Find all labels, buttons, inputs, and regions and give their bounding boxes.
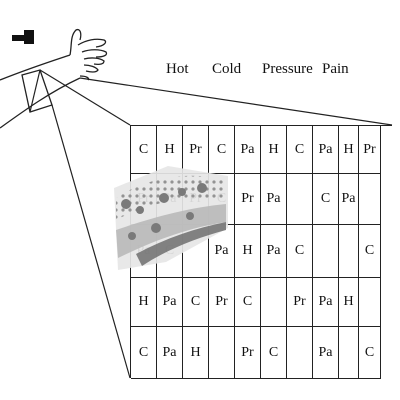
grid-cell: Pa <box>157 174 183 225</box>
grid-cell: H <box>131 278 157 327</box>
grid-cell: Pa <box>261 225 287 278</box>
grid-cell: H <box>183 327 209 379</box>
grid-cell <box>313 225 339 278</box>
grid-cell: H <box>339 278 359 327</box>
grid-cell: C <box>131 327 157 379</box>
grid-cell: C <box>235 278 261 327</box>
grid-cell: Pa <box>313 278 339 327</box>
grid-cell: H <box>339 126 359 174</box>
grid-cell: C <box>131 126 157 174</box>
legend-hot-label: Hot <box>166 61 189 77</box>
grid-cell <box>287 174 313 225</box>
arm-icon <box>0 54 81 129</box>
grid-cell: H <box>157 126 183 174</box>
grid-cell <box>359 278 381 327</box>
pointer-mark-icon <box>12 30 34 44</box>
grid-cell <box>183 225 209 278</box>
grid-cell: Pa <box>313 327 339 379</box>
grid-cell: Pr <box>235 174 261 225</box>
grid-cell: Pa <box>339 174 359 225</box>
grid-cell: Pa <box>131 225 157 278</box>
grid-cell: C <box>209 126 235 174</box>
grid-cell: C <box>287 126 313 174</box>
hand-icon <box>69 28 108 81</box>
grid-cell: Pa <box>313 126 339 174</box>
grid-cell: Pa <box>209 225 235 278</box>
grid-cell: C <box>157 225 183 278</box>
grid-cell: Pa <box>157 278 183 327</box>
grid-cell: C <box>183 278 209 327</box>
grid-cell: Pa <box>261 174 287 225</box>
grid-cell: C <box>287 225 313 278</box>
grid-cell <box>261 278 287 327</box>
grid-cell <box>359 174 381 225</box>
legend-cold-label: Cold <box>212 61 242 77</box>
grid-cell: C <box>359 327 381 379</box>
grid-cell: C <box>261 327 287 379</box>
grid-cell: Pr <box>183 126 209 174</box>
grid-cell <box>209 327 235 379</box>
projection-lines <box>29 69 393 379</box>
grid-cell: Pr <box>359 126 381 174</box>
grid-cell: C <box>209 174 235 225</box>
grid-cell: H <box>235 225 261 278</box>
legend-pain-label: Pain <box>322 61 349 77</box>
grid-cell: Pa <box>157 327 183 379</box>
grid-cell: Pr <box>235 327 261 379</box>
grid-cell: Pr <box>287 278 313 327</box>
grid-cell: Pa <box>235 126 261 174</box>
grid-cell <box>339 225 359 278</box>
grid-cell: H <box>261 126 287 174</box>
grid-cell <box>287 327 313 379</box>
grid-cell: C <box>313 174 339 225</box>
grid-cell <box>339 327 359 379</box>
grid-cell: Pr <box>209 278 235 327</box>
grid-cell: C <box>359 225 381 278</box>
grid-cell: Pr <box>183 174 209 225</box>
grid-cell: Pr <box>131 174 157 225</box>
legend-pressure-label: Pressure <box>262 61 313 77</box>
